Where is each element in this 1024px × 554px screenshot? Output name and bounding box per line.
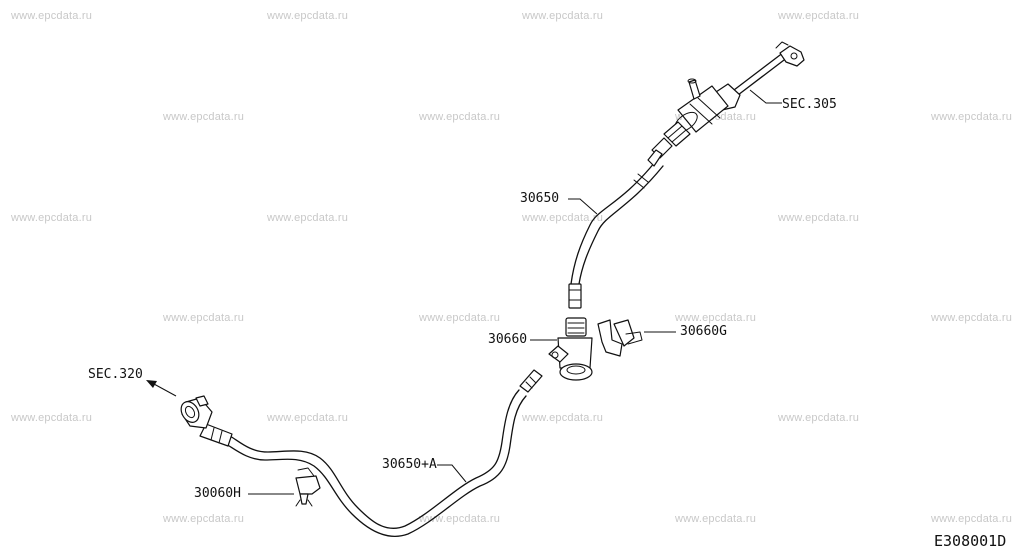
hose-30650-line-a: [570, 161, 656, 285]
bracket-clip: [613, 319, 635, 347]
hose-lower-fitting-rings: [568, 289, 582, 301]
watermark-text: www.epcdata.ru: [267, 412, 349, 424]
body-ring-2: [697, 97, 721, 119]
watermark-text: www.epcdata.ru: [11, 10, 93, 22]
watermark-text: www.epcdata.ru: [163, 111, 245, 123]
diagram-code: E308001D: [934, 532, 1007, 550]
sec305-leader: [749, 89, 782, 104]
bracket-30660g: [597, 319, 676, 357]
watermark-text: www.epcdata.ru: [419, 111, 501, 123]
watermark-text: www.epcdata.ru: [163, 312, 245, 324]
end-fitting-clip: [195, 395, 209, 407]
nipple-top: [687, 78, 697, 84]
clevis-pin: [790, 52, 798, 60]
connector-base-inner: [566, 365, 586, 375]
connector-30660: [530, 317, 593, 381]
watermark-text: www.epcdata.ru: [11, 212, 93, 224]
watermark-text: www.epcdata.ru: [931, 111, 1013, 123]
end-fitting-bore: [184, 405, 196, 419]
hose-30650: [568, 149, 664, 309]
hose-a-upper-rings: [525, 376, 537, 389]
p30650-leader: [568, 198, 598, 215]
connector-side-port: [548, 345, 569, 363]
watermark-text: www.epcdata.ru: [675, 312, 757, 324]
bracket-tab: [625, 331, 643, 345]
connector-top-threads: [567, 322, 585, 334]
label-sec-305[interactable]: SEC.305: [782, 97, 837, 112]
clip-barbs: [295, 499, 313, 507]
label-30060h[interactable]: 30060H: [194, 486, 241, 501]
watermark-text: www.epcdata.ru: [931, 513, 1013, 525]
label-30650[interactable]: 30650: [520, 191, 560, 206]
hose-lower-fitting: [568, 283, 582, 309]
hose-a-line-b: [225, 395, 527, 537]
watermark-text: www.epcdata.ru: [419, 513, 501, 525]
cylinder-body: [677, 85, 729, 133]
watermark-text: www.epcdata.ru: [778, 412, 860, 424]
label-30660g[interactable]: 30660G: [680, 324, 727, 339]
hose-upper-end: [647, 149, 663, 167]
watermark-text: www.epcdata.ru: [419, 312, 501, 324]
end-fitting-face: [180, 401, 200, 423]
watermark-text: www.epcdata.ru: [778, 212, 860, 224]
hose-30650-line-b: [578, 165, 664, 285]
watermark-text: www.epcdata.ru: [675, 513, 757, 525]
push-rod: [737, 56, 789, 96]
push-rod-edge: [733, 51, 785, 91]
fitting-threads: [667, 125, 687, 143]
label-30660[interactable]: 30660: [488, 332, 528, 347]
reservoir-nipple: [688, 79, 701, 100]
hose-30650a: [225, 369, 543, 537]
watermark-text: www.epcdata.ru: [163, 513, 245, 525]
watermark-text: www.epcdata.ru: [931, 312, 1013, 324]
watermark-text: www.epcdata.ru: [522, 10, 604, 22]
hose-a-line-a: [229, 389, 520, 529]
side-port-hole: [551, 351, 559, 359]
bracket-plate: [597, 319, 623, 357]
clip-30060h: [248, 467, 321, 507]
watermark-text: www.epcdata.ru: [522, 212, 604, 224]
clip-head: [295, 475, 321, 495]
operating-cylinder-end: [146, 380, 233, 447]
watermark-text: www.epcdata.ru: [778, 10, 860, 22]
watermark-text: www.epcdata.ru: [267, 10, 349, 22]
clevis: [779, 45, 805, 67]
body-ring: [689, 103, 713, 125]
hose-a-upper-fitting: [519, 369, 543, 393]
label-sec-320[interactable]: SEC.320: [88, 367, 143, 382]
sec320-arrow-shaft: [153, 383, 177, 397]
sleeve-rings: [210, 427, 223, 444]
hose-end-sleeve: [199, 423, 233, 447]
watermark-text: www.epcdata.ru: [522, 412, 604, 424]
watermark-text: www.epcdata.ru: [267, 212, 349, 224]
clevis-ear: [775, 41, 789, 49]
clip-stem: [299, 493, 309, 505]
label-30650a[interactable]: 30650+A: [382, 457, 437, 472]
sec320-arrow-head: [146, 380, 157, 388]
watermark-text: www.epcdata.ru: [11, 412, 93, 424]
hose-upper-sleeve: [633, 173, 649, 189]
p30650a-leader: [437, 464, 467, 483]
clip-hook: [297, 467, 315, 477]
